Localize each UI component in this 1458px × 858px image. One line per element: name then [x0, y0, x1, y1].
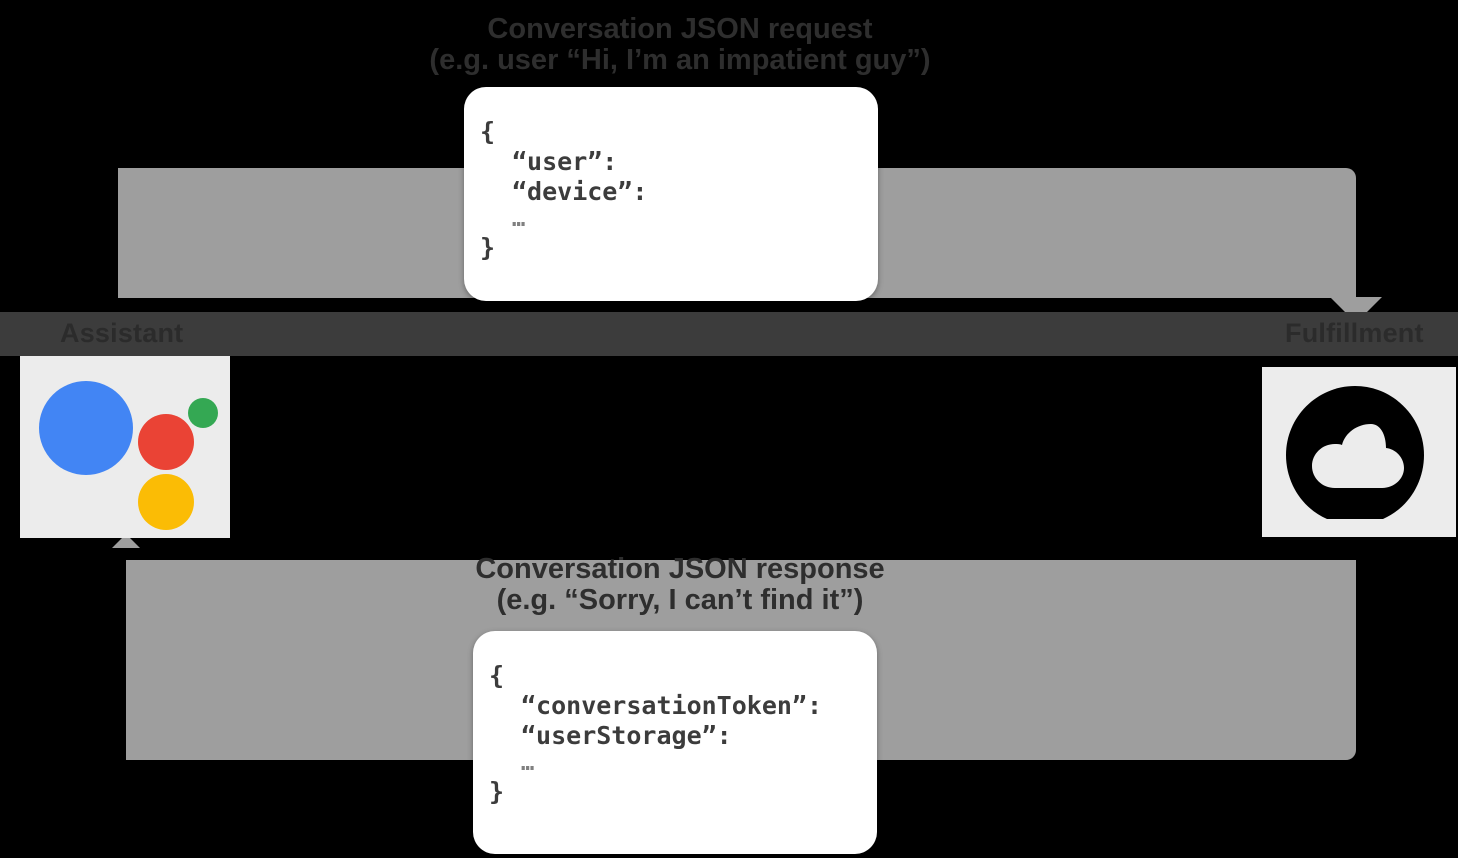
response-json-card: { “conversationToken”: “userStorage”: … … [473, 631, 877, 854]
fulfillment-label: Fulfillment [1285, 318, 1424, 348]
response-key-conversation-token: “conversationToken”: [521, 691, 823, 720]
response-key-user-storage: “userStorage”: [521, 721, 732, 750]
request-ellipsis: … [512, 207, 528, 232]
response-caption-line2: (e.g. “Sorry, I can’t find it”) [496, 584, 864, 617]
assistant-yellow-dot-icon [138, 474, 194, 530]
request-close-brace: } [480, 233, 496, 263]
assistant-label: Assistant [60, 318, 184, 348]
assistant-green-dot-icon [188, 398, 218, 428]
cloud-functions-icon [1272, 386, 1438, 526]
request-caption: Conversation JSON request (e.g. user “Hi… [380, 13, 980, 77]
response-caption: Conversation JSON response (e.g. “Sorry,… [380, 553, 980, 617]
request-open-brace: { [480, 117, 496, 146]
assistant-red-dot-icon [138, 414, 194, 470]
response-open-brace: { [489, 661, 505, 690]
request-key-device: “device”: [512, 177, 648, 206]
request-caption-line2: (e.g. user “Hi, I’m an impatient guy”) [429, 44, 931, 77]
endpoint-rail [0, 312, 1458, 356]
response-caption-line1: Conversation JSON response [475, 553, 885, 585]
response-close-brace: } [489, 777, 505, 807]
request-caption-line1: Conversation JSON request [487, 13, 873, 45]
assistant-blue-dot-icon [39, 381, 133, 475]
request-json-card: { “user”: “device”: … } [464, 87, 878, 301]
response-ellipsis: … [521, 751, 537, 776]
request-key-user: “user”: [512, 147, 618, 176]
